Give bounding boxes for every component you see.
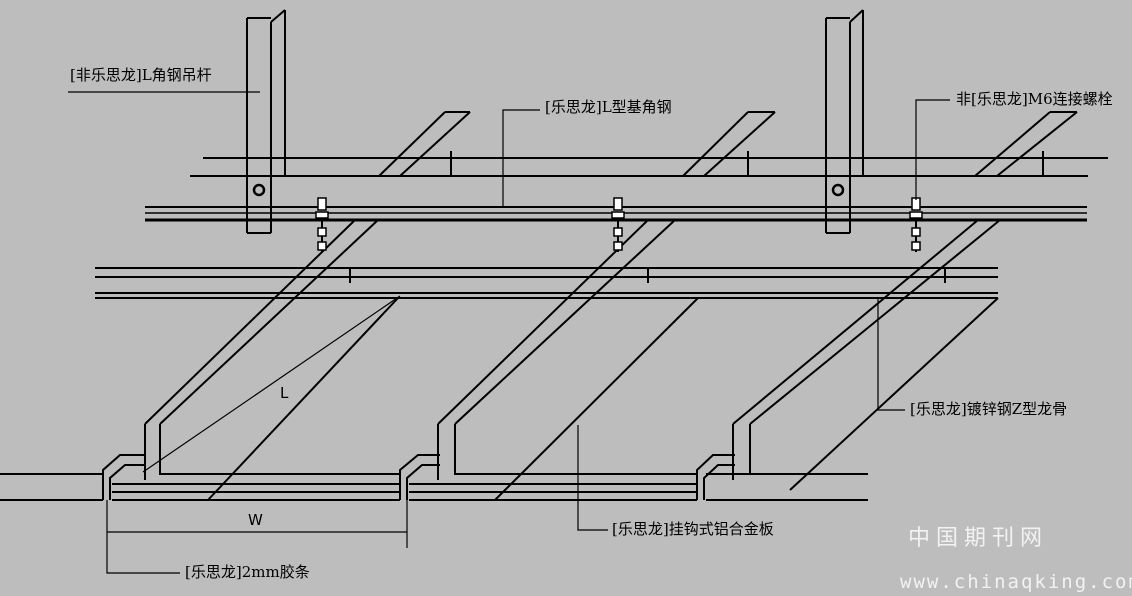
z-keel-1 — [144, 219, 399, 501]
watermark-site-name: 中国期刊网 — [908, 526, 1048, 551]
label-gasket: [乐思龙]2mm胶条 — [185, 563, 310, 581]
middle-runners — [95, 267, 998, 299]
leader-lines — [68, 91, 950, 574]
upper-runner — [190, 157, 1108, 177]
hanger-rod-right — [825, 9, 864, 234]
z-keel-2 — [437, 219, 699, 501]
hanger-rod-left — [246, 9, 286, 234]
z-keel-3 — [732, 219, 1001, 491]
upper-diagonal-ribs — [378, 111, 1078, 177]
label-panel: [乐思龙]挂钩式铝合金板 — [612, 520, 774, 538]
watermark-url: www.chinaqking.com — [900, 571, 1132, 593]
bolt-3 — [909, 197, 923, 252]
label-z-keel: [乐思龙]镀锌钢Z型龙骨 — [910, 400, 1067, 418]
panel-clips — [102, 454, 735, 500]
label-base-angle: [乐思龙]L型基角钢 — [545, 98, 672, 116]
label-hanger-rod: [非乐思龙]L角钢吊杆 — [70, 66, 212, 84]
dimension-L — [142, 295, 401, 473]
dimension-W-label: W — [248, 511, 263, 529]
bolt-1 — [315, 197, 329, 252]
aluminum-panels — [0, 473, 868, 501]
dimension-L-label: L — [280, 384, 289, 402]
bolt-2 — [611, 197, 625, 252]
dimension-W — [106, 500, 408, 548]
label-bolt: 非[乐思龙]M6连接螺栓 — [956, 90, 1113, 108]
